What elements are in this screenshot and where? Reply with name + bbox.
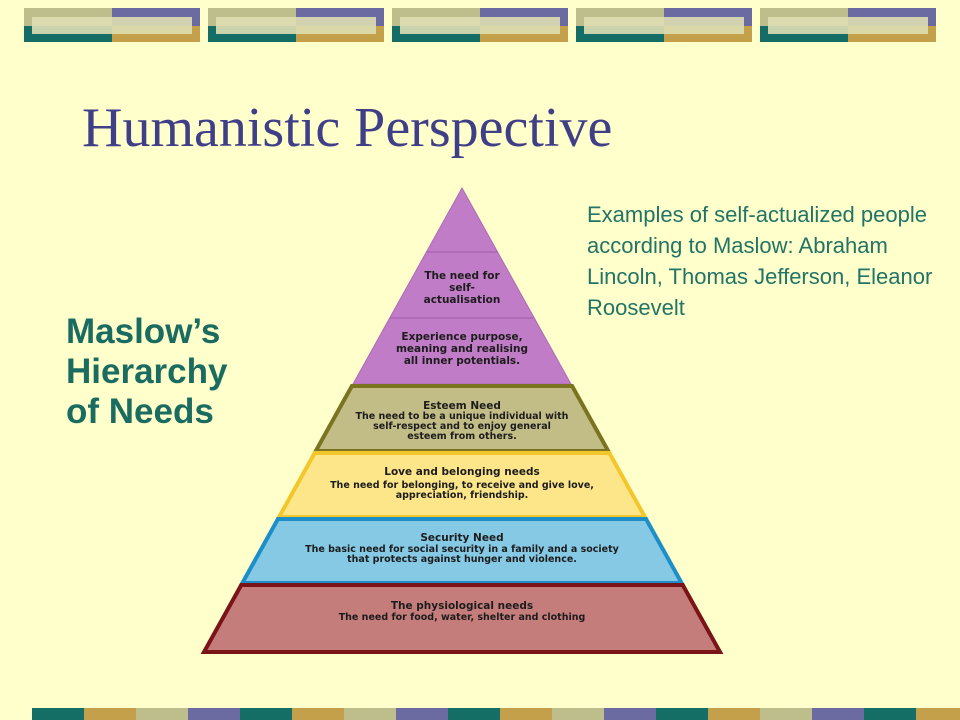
side-heading-line-3: of Needs bbox=[66, 392, 214, 431]
pyramid-purpose-text: Experience purpose, bbox=[401, 331, 522, 343]
bottom-band-block bbox=[812, 708, 864, 720]
bottom-band-block bbox=[552, 708, 604, 720]
bottom-band-block bbox=[916, 708, 960, 720]
security-heading: Security Need bbox=[420, 532, 503, 544]
bottom-band-block bbox=[240, 708, 292, 720]
esteem-heading: Esteem Need bbox=[423, 400, 501, 412]
bottom-band-block bbox=[864, 708, 916, 720]
side-heading-line-2: Hierarchy bbox=[66, 352, 228, 391]
physiological-heading: The physiological needs bbox=[391, 600, 533, 612]
top-band-tile bbox=[576, 8, 752, 42]
bottom-band-graphic bbox=[32, 708, 960, 720]
love-heading: Love and belonging needs bbox=[384, 466, 539, 478]
security-text: that protects against hunger and violenc… bbox=[347, 554, 577, 565]
side-heading-line-1: Maslow’s bbox=[66, 312, 221, 351]
bottom-band-block bbox=[136, 708, 188, 720]
slide-title: Humanistic Perspective bbox=[82, 97, 613, 159]
bottom-band-block bbox=[500, 708, 552, 720]
esteem-text: self-respect and to enjoy general bbox=[373, 421, 551, 432]
side-heading: Maslow’s Hierarchy of Needs bbox=[66, 312, 286, 432]
security-text: The basic need for social security in a … bbox=[305, 544, 620, 555]
top-band-tile bbox=[208, 8, 384, 42]
love-text: The need for belonging, to receive and g… bbox=[330, 480, 594, 491]
top-band-tile bbox=[392, 8, 568, 42]
bottom-band-block bbox=[604, 708, 656, 720]
bottom-band-block bbox=[188, 708, 240, 720]
bottom-band-block bbox=[32, 708, 84, 720]
bottom-band-block bbox=[656, 708, 708, 720]
bottom-band-block bbox=[708, 708, 760, 720]
love-text: appreciation, friendship. bbox=[396, 490, 529, 501]
bottom-decorative-band bbox=[0, 706, 960, 720]
top-band-tile bbox=[24, 8, 200, 42]
pyramid-apex-text: self- bbox=[449, 282, 475, 294]
top-band-tile bbox=[760, 8, 936, 42]
pyramid-purpose-text: meaning and realising bbox=[396, 343, 528, 355]
bottom-band-block bbox=[396, 708, 448, 720]
esteem-text: esteem from others. bbox=[407, 431, 517, 442]
examples-text: Examples of self-actualized people accor… bbox=[587, 202, 933, 320]
bottom-band-block bbox=[760, 708, 812, 720]
esteem-text: The need to be a unique individual with bbox=[356, 411, 569, 422]
physiological-text: The need for food, water, shelter and cl… bbox=[339, 612, 586, 623]
bottom-band-block bbox=[448, 708, 500, 720]
pyramid-tier-physiological bbox=[200, 583, 724, 654]
bottom-band-block bbox=[344, 708, 396, 720]
pyramid-apex-text: The need for bbox=[424, 270, 500, 282]
pyramid-purpose-text: all inner potentials. bbox=[404, 355, 520, 367]
top-decorative-band bbox=[0, 0, 960, 48]
top-band-graphic bbox=[24, 8, 936, 42]
pyramid-apex-text: actualisation bbox=[424, 294, 501, 306]
bottom-band-block bbox=[84, 708, 136, 720]
bottom-band-block bbox=[292, 708, 344, 720]
